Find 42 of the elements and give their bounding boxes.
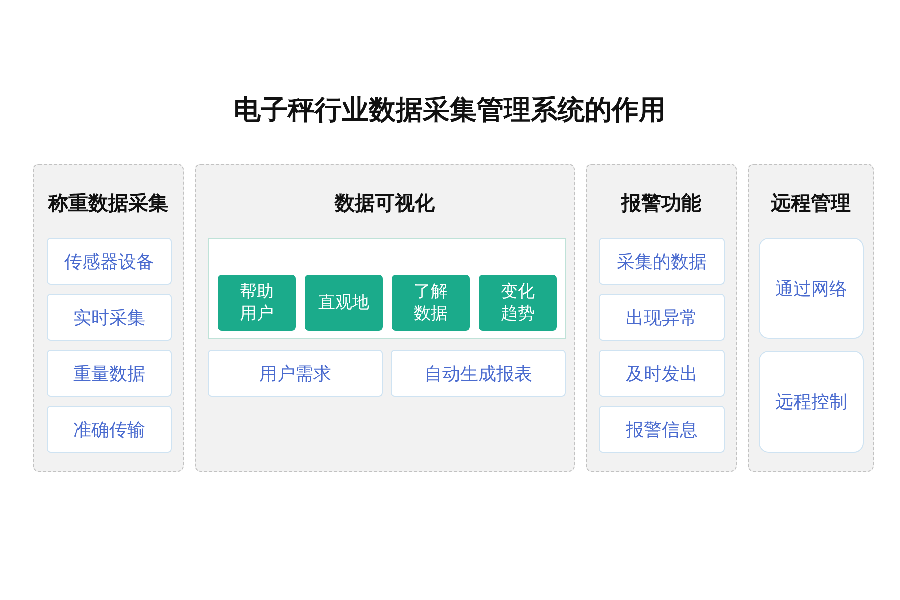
item-label: 远程控制 <box>776 391 848 414</box>
item-label: 采集的数据 <box>617 250 707 274</box>
item-label: 报警信息 <box>626 418 698 442</box>
category-panel <box>195 164 575 472</box>
item-card <box>391 350 566 397</box>
item-card <box>599 238 725 285</box>
item-label: 准确传输 <box>74 418 146 442</box>
feature-tile <box>305 275 383 331</box>
item-card <box>759 351 864 453</box>
item-card <box>47 350 172 397</box>
item-card <box>47 294 172 341</box>
item-label: 重量数据 <box>74 362 146 386</box>
item-card <box>599 406 725 453</box>
item-card <box>208 350 383 397</box>
item-label: 出现异常 <box>626 306 698 330</box>
item-label: 通过网络 <box>776 278 848 300</box>
diagram-title: 电子秤行业数据采集管理系统的作用 <box>234 94 666 127</box>
tile-container <box>208 238 566 339</box>
category-panel <box>748 164 874 472</box>
panel-heading: 数据可视化 <box>335 192 435 217</box>
item-card <box>759 238 864 339</box>
panel-heading: 称重数据采集 <box>48 192 168 217</box>
tile-label: 直观地 <box>318 292 370 314</box>
category-panel <box>586 164 737 472</box>
tile-label: 变化趋势 <box>500 281 536 325</box>
panel-heading: 报警功能 <box>622 192 702 217</box>
feature-tile <box>479 275 557 331</box>
panel-heading: 远程管理 <box>771 192 851 217</box>
feature-tile <box>218 275 296 331</box>
item-label: 实时采集 <box>74 306 146 330</box>
item-label: 传感器设备 <box>64 250 154 274</box>
item-label: 自动生成报表 <box>424 362 532 386</box>
feature-tile <box>392 275 470 331</box>
tile-label: 了解数据 <box>413 281 449 325</box>
item-card <box>47 238 172 285</box>
item-card <box>599 350 725 397</box>
category-panel <box>33 164 184 472</box>
item-label: 用户需求 <box>260 362 332 386</box>
item-card <box>599 294 725 341</box>
item-label: 及时发出 <box>626 362 698 386</box>
item-card <box>47 406 172 453</box>
tile-label: 帮助用户 <box>239 281 275 325</box>
